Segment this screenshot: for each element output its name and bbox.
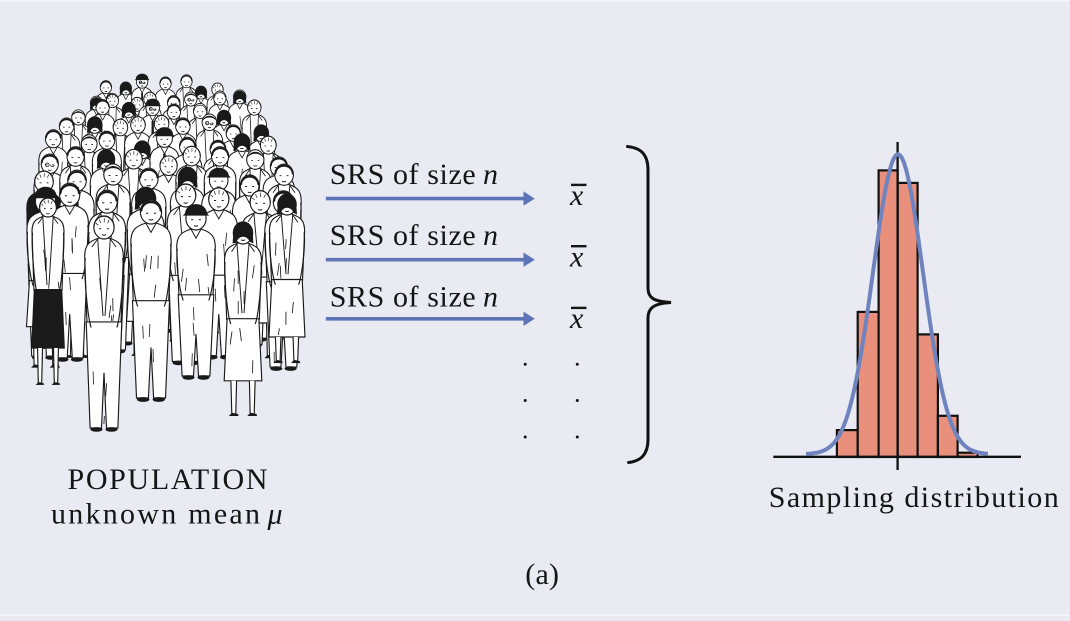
svg-text:μ: μ	[267, 498, 283, 531]
svg-text:unknown mean: unknown mean	[51, 498, 260, 531]
svg-text:Sampling distribution: Sampling distribution	[769, 481, 1059, 514]
svg-text:SRS of size: SRS of size	[330, 219, 476, 252]
svg-text:n: n	[483, 281, 498, 314]
svg-text:n: n	[483, 219, 498, 252]
svg-text:x: x	[569, 240, 584, 273]
svg-text:SRS of size: SRS of size	[330, 281, 476, 314]
svg-text:x: x	[569, 302, 584, 335]
svg-text:SRS of size: SRS of size	[330, 158, 476, 191]
svg-text:POPULATION: POPULATION	[68, 463, 268, 496]
svg-text:x: x	[569, 179, 584, 212]
svg-text:n: n	[483, 158, 498, 191]
svg-text:(a): (a)	[525, 558, 559, 591]
